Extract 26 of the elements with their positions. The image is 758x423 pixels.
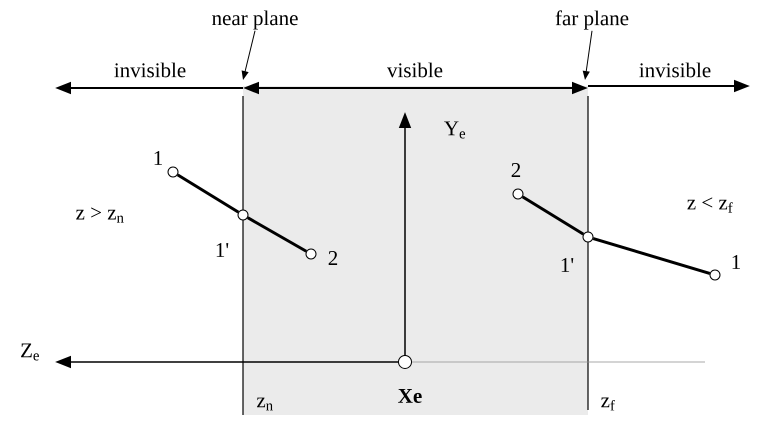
endpoint-circle xyxy=(710,269,720,280)
point-label: 2 xyxy=(512,163,520,177)
axis-label: z$_{n}$ xyxy=(256,398,273,410)
endpoint-circle xyxy=(238,210,248,220)
point-label: 1 xyxy=(732,255,740,269)
line-segment xyxy=(176,174,240,214)
plane-label: near plane xyxy=(212,10,298,30)
axis-label: Z$_{e}$ xyxy=(21,343,39,360)
line-segment xyxy=(592,237,710,275)
axis-label: Y$_{e}$ xyxy=(444,121,466,138)
endpoint-circle xyxy=(168,166,178,178)
line-segment xyxy=(522,196,584,236)
point-label: 1' xyxy=(216,243,228,257)
axis-label: z$_{f}$ xyxy=(601,398,615,410)
point-label: Xe xyxy=(398,389,422,403)
plane-label: far plane xyxy=(556,10,628,30)
axis-label: z > z$_{n}$ xyxy=(76,207,124,223)
point-label: 1' xyxy=(562,258,574,272)
region-label: visible xyxy=(387,62,442,78)
point-label: 2 xyxy=(328,251,338,265)
line-segment xyxy=(247,216,307,253)
axis-label: z < z$_{f}$ xyxy=(687,197,733,213)
region-label: invisible xyxy=(639,62,710,78)
point-label: 1 xyxy=(154,151,162,165)
region-label: invisible xyxy=(114,62,186,78)
endpoint-circle xyxy=(582,232,594,242)
